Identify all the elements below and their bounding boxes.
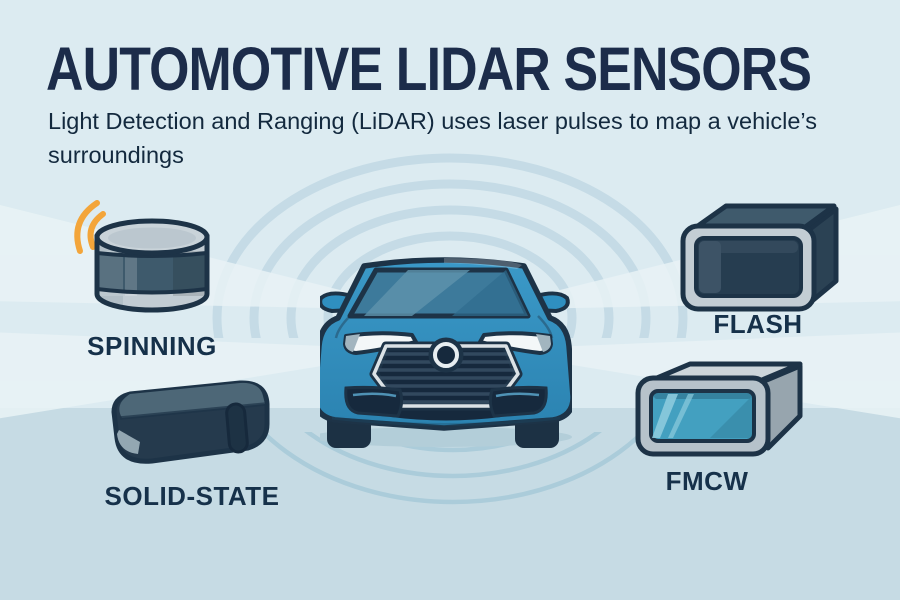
windshield xyxy=(347,267,531,319)
spin-pulse-arcs xyxy=(74,200,106,254)
fmcw-lidar-icon xyxy=(635,361,803,457)
fog-lights xyxy=(344,385,548,418)
bumper-shade xyxy=(331,416,561,426)
sensor-label-solid-state: SOLID-STATE xyxy=(104,481,280,511)
sensor-label-flash: FLASH xyxy=(713,309,803,339)
spinning-lidar-icon xyxy=(74,200,210,313)
sensor-label-fmcw: FMCW xyxy=(665,466,749,496)
car-shadow xyxy=(320,427,572,447)
page-title: AUTOMOTIVE LIDAR SENSORS xyxy=(46,35,812,103)
sensor-label-spinning: SPINNING xyxy=(87,331,217,361)
page-subtitle: Light Detection and Ranging (LiDAR) uses… xyxy=(48,104,817,172)
pulse-arcs-lower xyxy=(259,432,647,505)
solid-state-lidar-icon xyxy=(111,380,270,464)
car-front-illustration xyxy=(320,257,572,448)
subtitle-line-1: Light Detection and Ranging (LiDAR) uses… xyxy=(48,108,817,134)
flash-lidar-icon xyxy=(680,203,839,312)
subtitle-line-2: surroundings xyxy=(48,142,184,168)
roof-sheen xyxy=(444,258,522,269)
